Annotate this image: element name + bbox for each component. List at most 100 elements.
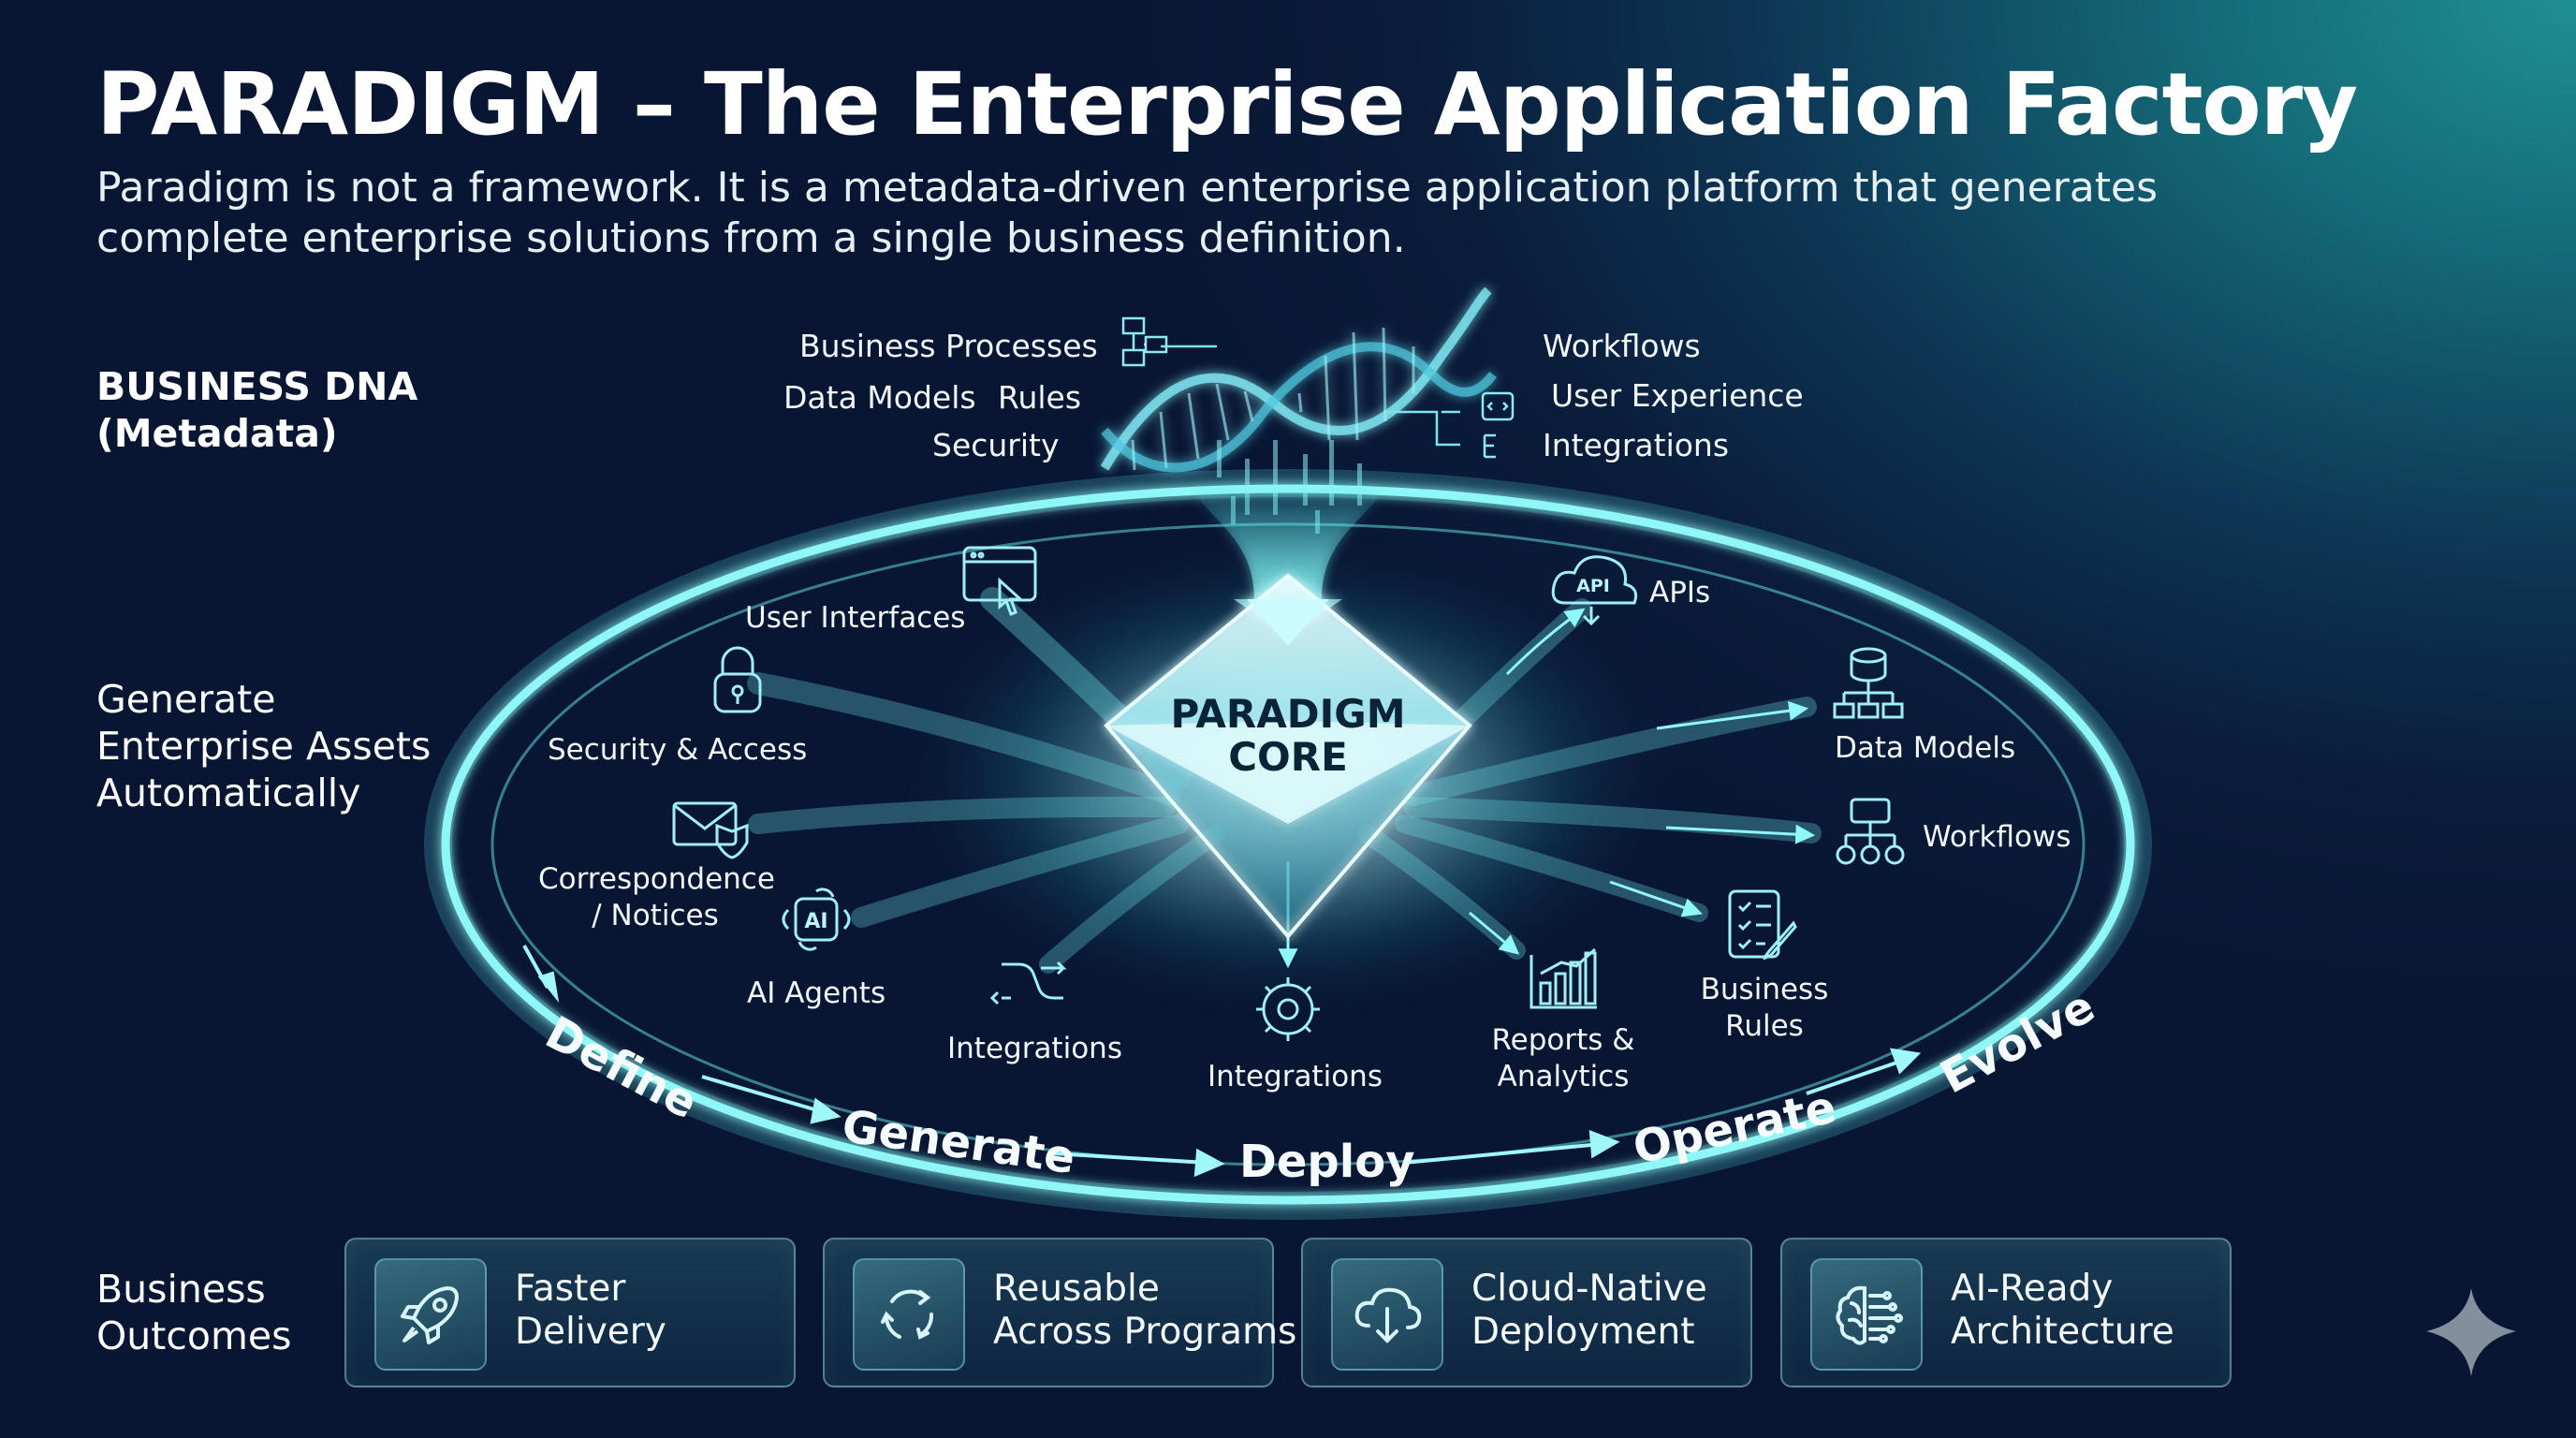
asset-workflows: Workflows (1923, 820, 2071, 854)
outcome-line2: Delivery (515, 1311, 666, 1353)
code-window-icon (1481, 391, 1515, 421)
asset-integrations-left: Integrations (947, 1032, 1122, 1065)
beam-correspondence (748, 796, 1176, 834)
diamond-top (1106, 576, 1470, 726)
generate-line1: Generate (96, 677, 276, 722)
diamond-outline (1104, 573, 1472, 940)
dna-data-models: Data Models (783, 379, 976, 416)
workflow-tree-icon (1836, 798, 1905, 865)
business-dna-label: BUSINESS DNA (Metadata) (96, 363, 417, 457)
business-rules-line1: Business (1700, 973, 1829, 1006)
generate-line2: Enterprise Assets (96, 724, 432, 769)
business-rules-line2: Rules (1725, 1009, 1804, 1043)
reports-line1: Reports & (1491, 1023, 1635, 1057)
asset-security-access: Security & Access (548, 733, 808, 767)
asset-arrows (1278, 608, 1816, 969)
ai-agent-icon (782, 888, 851, 951)
core-line1: PARADIGM (1170, 691, 1406, 737)
beam-integrations-left (1039, 824, 1226, 974)
mail-shield-icon (672, 801, 749, 859)
page-subtitle: Paradigm is not a framework. It is a met… (96, 164, 2159, 262)
lock-icon (713, 646, 762, 713)
process-flow-icon (1121, 316, 1168, 367)
beam-data-models (1403, 697, 1817, 806)
outcome-text: Reusable Across Programs (993, 1268, 1296, 1354)
outcome-card-reusable: Reusable Across Programs (823, 1238, 1296, 1387)
business-dna-line2: (Metadata) (96, 411, 338, 456)
generate-assets-label: Generate Enterprise Assets Automatically (96, 676, 431, 816)
cloud-download-icon (1331, 1258, 1443, 1371)
business-outcomes-label: Business Outcomes (96, 1266, 291, 1359)
database-icon (1833, 647, 1904, 719)
asset-reports-analytics: Reports & Analytics (1488, 1022, 1638, 1095)
outcome-line1: Faster (515, 1268, 626, 1310)
arrow-deploy-operate (1403, 1142, 1602, 1165)
reports-line2: Analytics (1497, 1060, 1630, 1093)
correspondence-line2: / Notices (592, 899, 719, 932)
asset-ai-agents: AI Agents (747, 976, 886, 1010)
paradigm-core-label: PARADIGM CORE (1148, 693, 1428, 779)
dna-strand-a (1100, 286, 1492, 471)
asset-business-rules: Business Rules (1694, 972, 1835, 1045)
core-line2: CORE (1228, 734, 1348, 780)
integration-arrows-icon (989, 961, 1067, 1005)
outcome-line2: Deployment (1471, 1311, 1695, 1353)
business-dna-line1: BUSINESS DNA (96, 364, 418, 409)
dna-strand-b (1101, 342, 1497, 473)
dna-business-processes: Business Processes (799, 328, 1098, 364)
cycle-arrows-icon (853, 1258, 965, 1371)
beam-security (747, 672, 1181, 805)
dna-workflows: Workflows (1543, 328, 1701, 364)
asset-correspondence: Correspondence / Notices (538, 861, 775, 934)
funnel-arrow (1247, 599, 1329, 646)
dna-security: Security (932, 427, 1060, 463)
rocket-icon (374, 1258, 487, 1371)
outcome-line1: Cloud-Native (1471, 1268, 1707, 1310)
paradigm-core-diamond (1104, 573, 1472, 940)
diamond-bottom (1106, 726, 1470, 936)
outcome-card-faster-delivery: Faster Delivery (344, 1238, 796, 1387)
brain-circuit-icon (1810, 1258, 1923, 1371)
arrow-apis (1505, 608, 1586, 676)
funnel (1189, 487, 1387, 637)
arrow-generate-deploy (1052, 1152, 1208, 1165)
dna-user-experience: User Experience (1551, 377, 1804, 414)
arrow-operate-evolve (1806, 1058, 1906, 1095)
asset-user-interfaces: User Interfaces (745, 601, 966, 635)
dna-connectors (1161, 345, 1460, 447)
arrow-reports (1469, 911, 1520, 955)
sparkle-icon (2426, 1288, 2516, 1376)
arrow-business-rules (1609, 880, 1703, 917)
gear-icon (1256, 977, 1320, 1041)
outcome-line1: Reusable (993, 1268, 1160, 1310)
asset-apis: APIs (1649, 576, 1711, 609)
beam-ai-agents (851, 814, 1190, 928)
outcome-text: Faster Delivery (515, 1268, 666, 1354)
dna-helix-icon (1100, 286, 1497, 473)
outcome-text: AI-Ready Architecture (1951, 1268, 2174, 1354)
dna-rules: Rules (998, 379, 1082, 416)
arrow-workflows (1665, 824, 1816, 844)
checklist-icon (1728, 889, 1797, 961)
asset-integrations-center: Integrations (1208, 1060, 1383, 1093)
asset-data-models: Data Models (1835, 731, 2016, 765)
stage-deploy: Deploy (1239, 1136, 1415, 1188)
correspondence-line1: Correspondence (538, 862, 775, 896)
ai-badge-text: AI (804, 910, 827, 933)
lifecycle-arrows (522, 945, 1922, 1178)
generate-line3: Automatically (96, 770, 361, 815)
api-badge-text: API (1576, 576, 1610, 596)
beam-workflows (1403, 797, 1822, 844)
arrow-data-models (1656, 700, 1809, 730)
lifecycle-ring-outer (424, 469, 2152, 1220)
outcomes-line1: Business (96, 1267, 266, 1312)
bar-chart-icon (1530, 947, 1597, 1009)
outcome-line2: Across Programs (993, 1311, 1297, 1353)
dna-integrations: Integrations (1543, 427, 1730, 463)
api-cloud-icon (1551, 555, 1638, 626)
diamond-body (1106, 721, 1470, 824)
list-icon (1483, 433, 1496, 459)
outcomes-line2: Outcomes (96, 1313, 292, 1358)
outcome-line2: Architecture (1951, 1311, 2174, 1353)
